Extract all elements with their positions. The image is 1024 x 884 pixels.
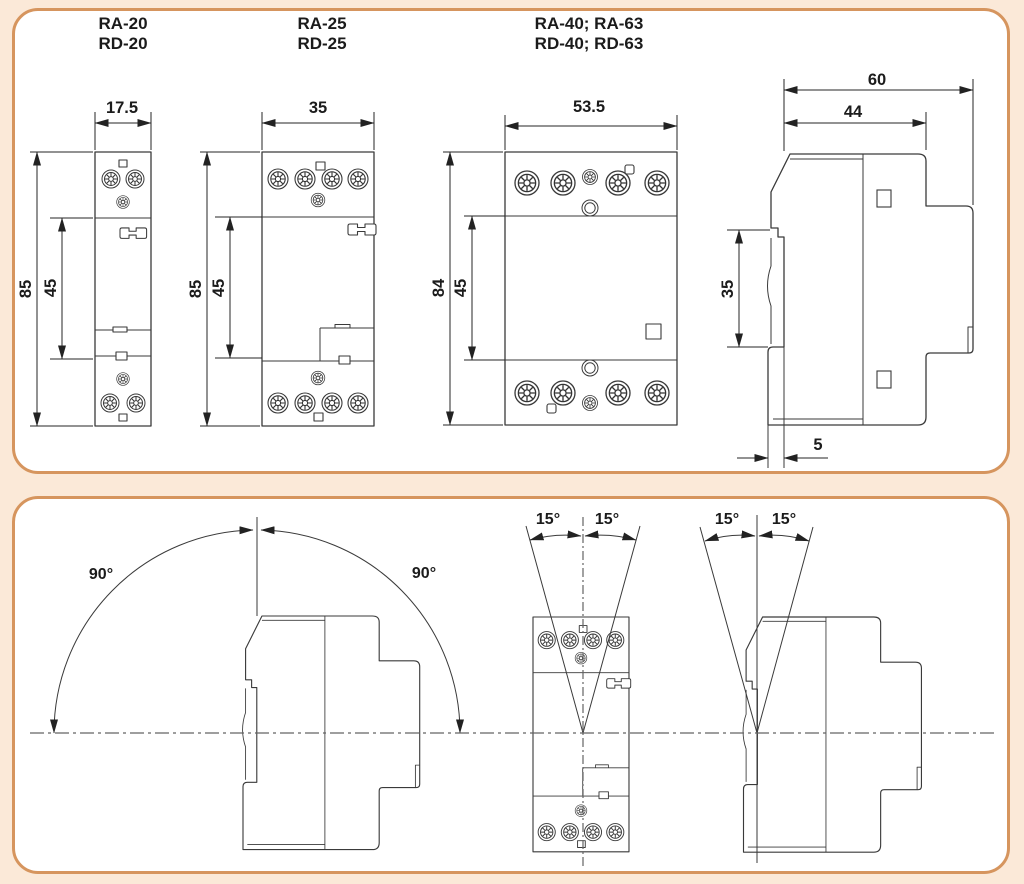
drawing-ra25-rd25-front-view: RA-25 RD-25 35 85 45 xyxy=(187,14,376,426)
tilt-side-angle-lines xyxy=(699,526,814,734)
tilt-front-body xyxy=(533,617,631,852)
ra25-width-label: 35 xyxy=(309,99,327,117)
model-label-ra40-ra63: RA-40; RA-63 xyxy=(535,14,644,33)
side-view-terminal-window-top xyxy=(876,189,892,208)
angle-15-side-right-label: 15° xyxy=(772,511,796,528)
offset5-label: 5 xyxy=(813,436,822,454)
depth44-label: 44 xyxy=(844,103,863,121)
ra40-width-label: 53.5 xyxy=(573,98,605,116)
dimensions-panel xyxy=(12,8,1010,474)
side-view-reference-lines xyxy=(767,347,785,468)
depth60-label: 60 xyxy=(868,71,886,89)
ra40-height-label: 84 xyxy=(430,278,448,297)
figure-tilt-15deg-side: 15° 15° xyxy=(699,511,923,863)
angle-90-right-label: 90° xyxy=(412,565,436,582)
tilt-side-arrow-right xyxy=(758,530,810,542)
figure-tilt-15deg-front: 15° 15° xyxy=(525,511,641,866)
ra25-body xyxy=(262,152,376,426)
ra20-width-extension-lines xyxy=(94,112,152,150)
model-label-ra20: RA-20 xyxy=(98,14,147,33)
rail35-label: 35 xyxy=(719,280,737,298)
drawing-side-view: 60 44 35 5 xyxy=(719,71,974,468)
side-view-body xyxy=(766,153,974,426)
model-label-ra25: RA-25 xyxy=(297,14,346,33)
rotation-arc-left xyxy=(50,526,254,734)
ra40-width-extension-lines xyxy=(504,115,678,150)
angle-15-side-left-label: 15° xyxy=(715,511,739,528)
angle-90-left-label: 90° xyxy=(89,566,113,583)
tilt-front-arrow-right xyxy=(584,530,637,541)
depth60-extension-lines xyxy=(783,79,974,205)
angle-15-front-left-label: 15° xyxy=(536,511,560,528)
figure-rotation-90deg: 90° 90° xyxy=(50,517,464,851)
rail35-extension-lines xyxy=(727,229,770,348)
ra20-body xyxy=(94,151,152,427)
ra20-inner-extension-lines xyxy=(50,217,93,360)
ra40-inner-extension-lines xyxy=(464,215,505,361)
ra40-inner-label: 45 xyxy=(452,279,470,297)
drawing-ra20-rd20-front-view: RA-20 RD-20 17.5 xyxy=(17,14,152,427)
ra25-inner-label: 45 xyxy=(210,279,228,297)
ra20-height-label: 85 xyxy=(17,280,35,298)
ra20-width-label: 17.5 xyxy=(106,99,138,117)
tilt-side-arrow-left xyxy=(704,530,756,542)
ra25-width-extension-lines xyxy=(261,112,375,150)
model-label-rd25: RD-25 xyxy=(297,34,346,53)
ra25-inner-extension-lines xyxy=(215,216,262,359)
ra40-body xyxy=(504,151,678,426)
ra25-height-label: 85 xyxy=(187,280,205,298)
model-label-rd40-rd63: RD-40; RD-63 xyxy=(535,34,644,53)
tilt-front-arrow-left xyxy=(529,530,582,541)
rotation-arc-right xyxy=(260,526,464,734)
angle-15-front-right-label: 15° xyxy=(595,511,619,528)
tilt-front-angle-lines xyxy=(525,525,641,734)
tilt-side-body xyxy=(742,616,923,853)
ra20-inner-label: 45 xyxy=(42,279,60,297)
model-label-rd20: RD-20 xyxy=(98,34,147,53)
side-view-terminal-window-bottom xyxy=(876,370,892,389)
drawing-ra40-ra63-front-view: RA-40; RA-63 RD-40; RD-63 xyxy=(430,14,678,426)
